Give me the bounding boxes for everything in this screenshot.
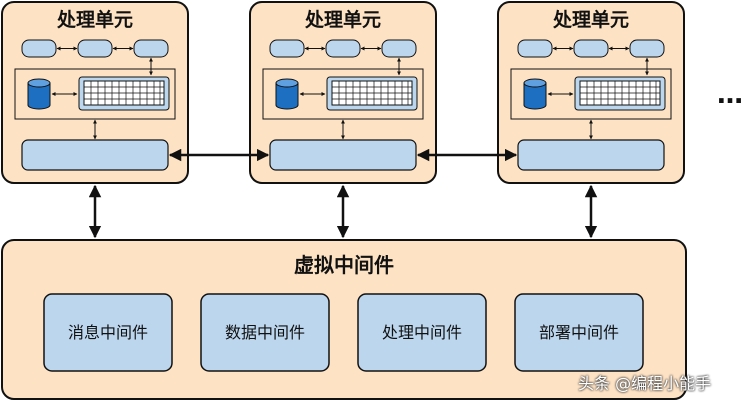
virtual-middleware: 虚拟中间件 消息中间件 数据中间件 处理中间件 部署中间件 [1,239,687,400]
database-icon [523,78,547,110]
data-grid [78,76,170,111]
queue-node [573,39,609,58]
processing-unit-3: 处理单元 [497,1,685,184]
processing-unit-2: 处理单元 [249,1,437,184]
more-units-ellipsis: … [717,80,743,110]
queue-node [381,39,417,58]
processing-middleware-box [357,293,487,372]
deployment-middleware-box [514,293,644,372]
interface-box [517,139,665,171]
unit-title: 处理单元 [56,8,133,31]
watermark: 头条 @编程小能手 [578,374,712,393]
compute-frame [510,68,672,120]
processing-middleware-label: 处理中间件 [382,323,462,342]
queue-node [325,39,361,58]
middleware-title: 虚拟中间件 [294,253,394,277]
data-middleware-box [200,293,330,372]
message-middleware-label: 消息中间件 [68,323,148,342]
data-grid [574,76,666,111]
deployment-middleware-label: 部署中间件 [539,323,619,342]
compute-frame [262,68,424,120]
compute-frame [14,68,176,120]
data-middleware-label: 数据中间件 [225,323,305,342]
processing-unit-1: 处理单元 [1,1,189,184]
data-grid [326,76,418,111]
unit-title: 处理单元 [304,8,381,31]
queue-node [133,39,169,58]
queue-node [269,39,305,58]
queue-node [21,39,57,58]
database-icon [27,78,51,110]
interface-box [269,139,417,171]
message-middleware-box [43,293,173,372]
queue-node [77,39,113,58]
unit-title: 处理单元 [552,8,629,31]
database-icon [275,78,299,110]
queue-node [629,39,665,58]
queue-node [517,39,553,58]
interface-box [21,139,169,171]
